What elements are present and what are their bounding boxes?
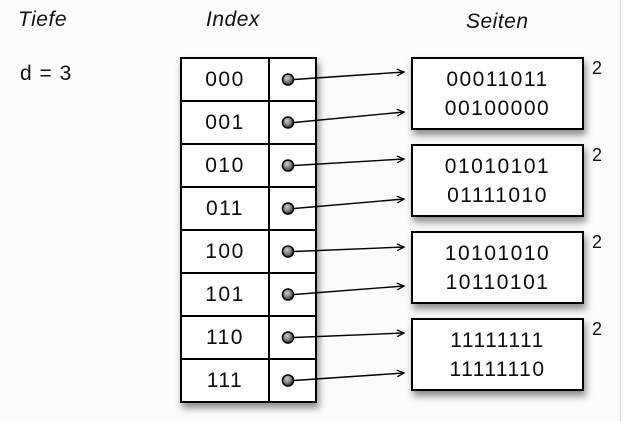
index-row: 001	[182, 102, 315, 145]
index-cell: 101	[182, 274, 270, 315]
index-cell: 001	[182, 102, 270, 143]
pointer-cell	[270, 145, 315, 186]
page-entry: 01111010	[447, 183, 548, 207]
index-row: 100	[182, 231, 315, 274]
index-table: 000 001 010 011 100 101 110 111	[180, 57, 317, 403]
index-header: Index	[206, 8, 260, 31]
index-cell: 000	[182, 59, 270, 100]
page-box: 01010101 01111010	[411, 144, 584, 217]
page-box: 00011011 00100000	[411, 57, 584, 130]
local-depth-label: 2	[592, 319, 603, 339]
pointer-cell	[270, 102, 315, 143]
page-entry: 10110101	[445, 270, 550, 294]
page-entry: 11111111	[450, 328, 545, 352]
pointer-cell	[270, 231, 315, 272]
index-cell: 100	[182, 231, 270, 272]
pointer-cell	[270, 188, 315, 229]
index-row: 010	[182, 145, 315, 188]
index-row: 000	[182, 59, 315, 102]
pointer-cell	[270, 317, 315, 358]
depth-header: Tiefe	[18, 8, 68, 31]
page-entry: 10101010	[444, 241, 551, 265]
page-entry: 00011011	[446, 67, 549, 91]
index-row: 111	[182, 360, 315, 401]
local-depth-label: 2	[592, 232, 603, 252]
page-entry: 00100000	[444, 96, 551, 120]
local-depth-label: 2	[592, 145, 603, 165]
page-box: 11111111 11111110	[411, 318, 584, 391]
index-row: 011	[182, 188, 315, 231]
index-row: 101	[182, 274, 315, 317]
page-entry: 11111110	[449, 357, 546, 381]
pointer-cell	[270, 274, 315, 315]
index-row: 110	[182, 317, 315, 360]
page-entry: 01010101	[444, 154, 551, 178]
page-box: 10101010 10110101	[411, 231, 584, 304]
index-cell: 011	[182, 188, 270, 229]
pointer-cell	[270, 59, 315, 100]
index-cell: 111	[182, 360, 270, 401]
depth-value: d = 3	[20, 62, 73, 85]
page-edge-line	[620, 0, 629, 421]
pointer-cell	[270, 360, 315, 401]
index-cell: 110	[182, 317, 270, 358]
local-depth-label: 2	[592, 58, 603, 78]
index-cell: 010	[182, 145, 270, 186]
pages-header: Seiten	[466, 10, 529, 33]
